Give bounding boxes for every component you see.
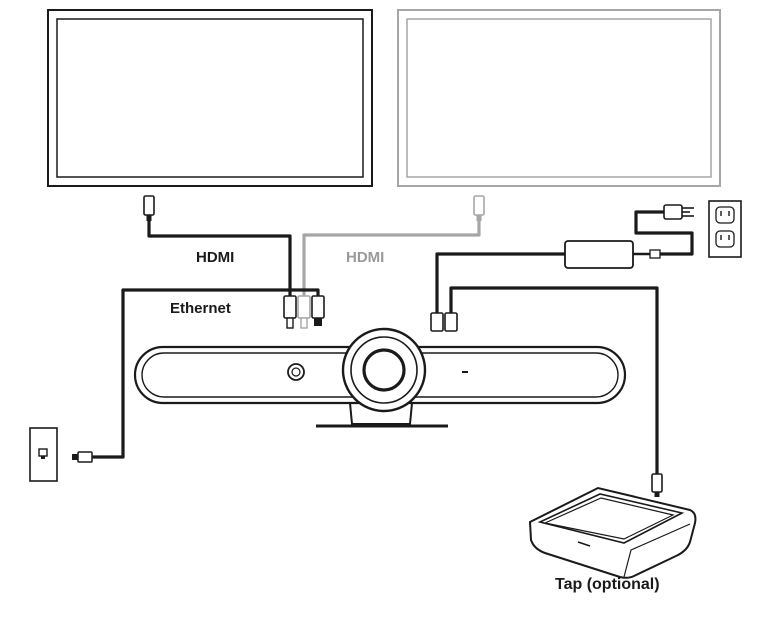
bar-power-tap-connectors xyxy=(430,312,458,332)
hdmi-label-secondary: HDMI xyxy=(346,249,384,266)
secondary-display xyxy=(397,9,721,187)
ac-plug-icon xyxy=(663,204,694,220)
hdmi-label-primary: HDMI xyxy=(196,249,234,266)
hdmi-cable-primary xyxy=(143,195,292,296)
tap-cable xyxy=(449,286,663,497)
ethernet-label: Ethernet xyxy=(170,300,231,317)
ethernet-cable xyxy=(72,288,320,463)
primary-display xyxy=(47,9,373,187)
tap-controller xyxy=(528,486,697,579)
network-jack-icon xyxy=(29,427,58,482)
bar-input-connectors xyxy=(283,295,325,329)
camera-lens xyxy=(341,327,427,413)
wall-outlet-icon xyxy=(708,200,742,258)
hdmi-cable-secondary xyxy=(302,195,485,296)
tap-label: Tap (optional) xyxy=(555,576,660,593)
power-adapter xyxy=(435,210,694,313)
